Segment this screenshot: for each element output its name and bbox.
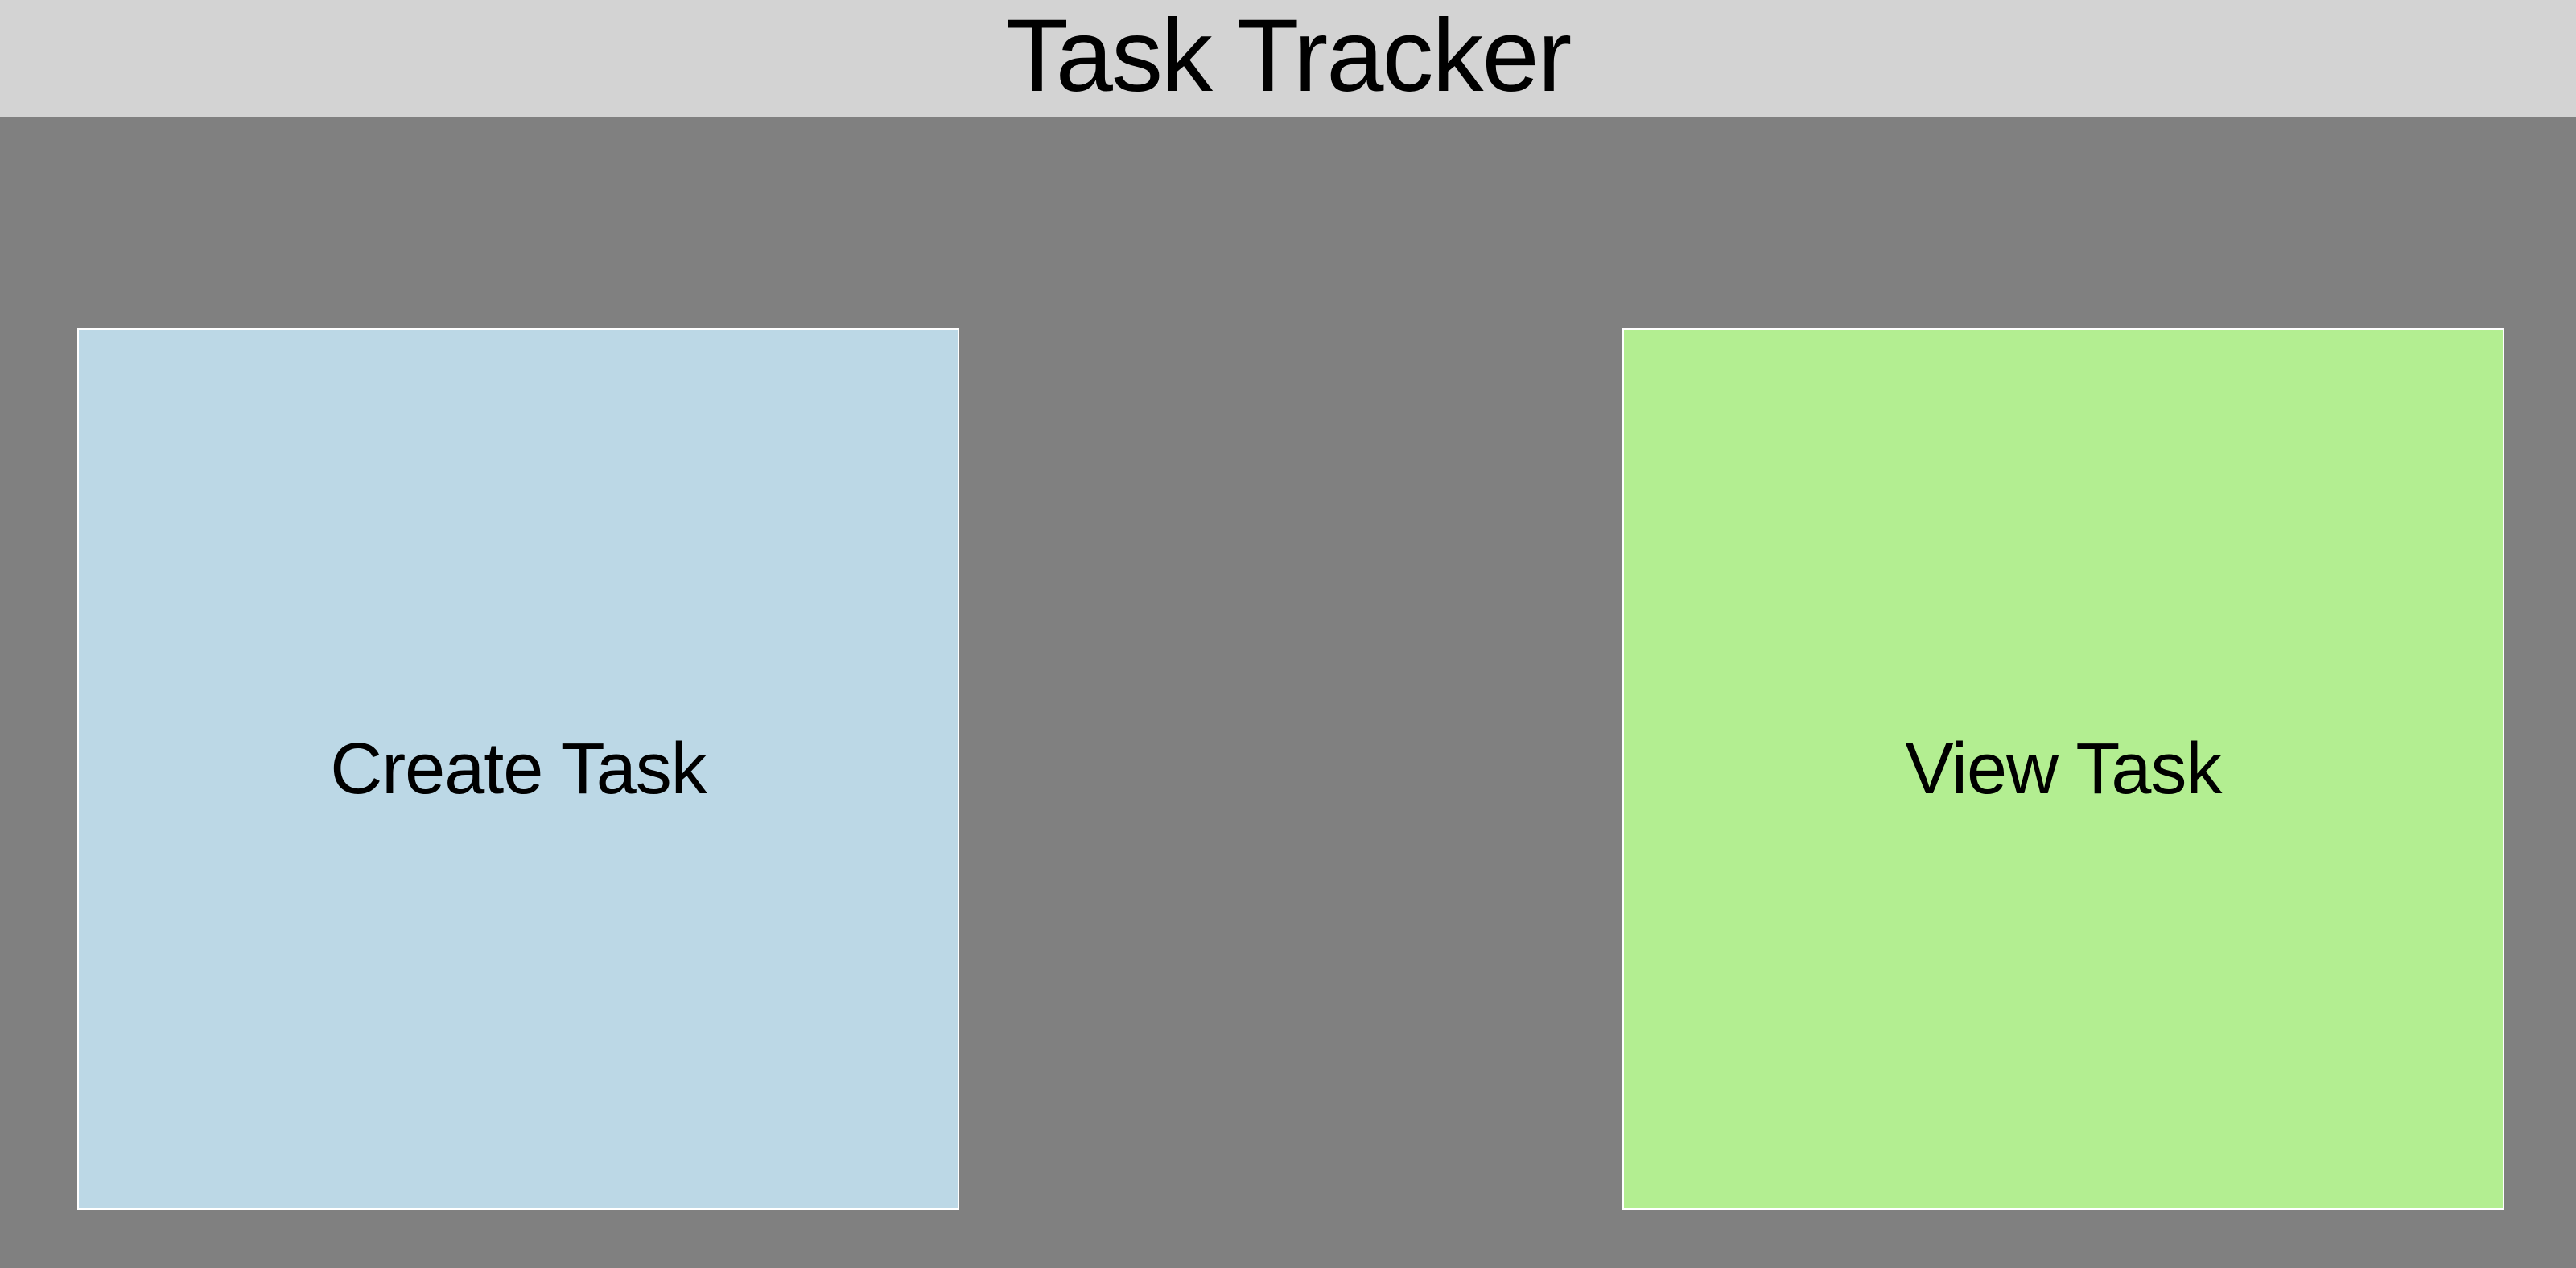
- page-title: Task Tracker: [1005, 0, 1572, 113]
- view-task-button[interactable]: View Task: [1622, 328, 2504, 1210]
- view-task-label: View Task: [1905, 729, 2223, 809]
- main-content: Create Task View Task: [0, 117, 2576, 1268]
- create-task-button[interactable]: Create Task: [77, 328, 959, 1210]
- app-header: Task Tracker: [0, 0, 2576, 117]
- create-task-label: Create Task: [330, 729, 707, 809]
